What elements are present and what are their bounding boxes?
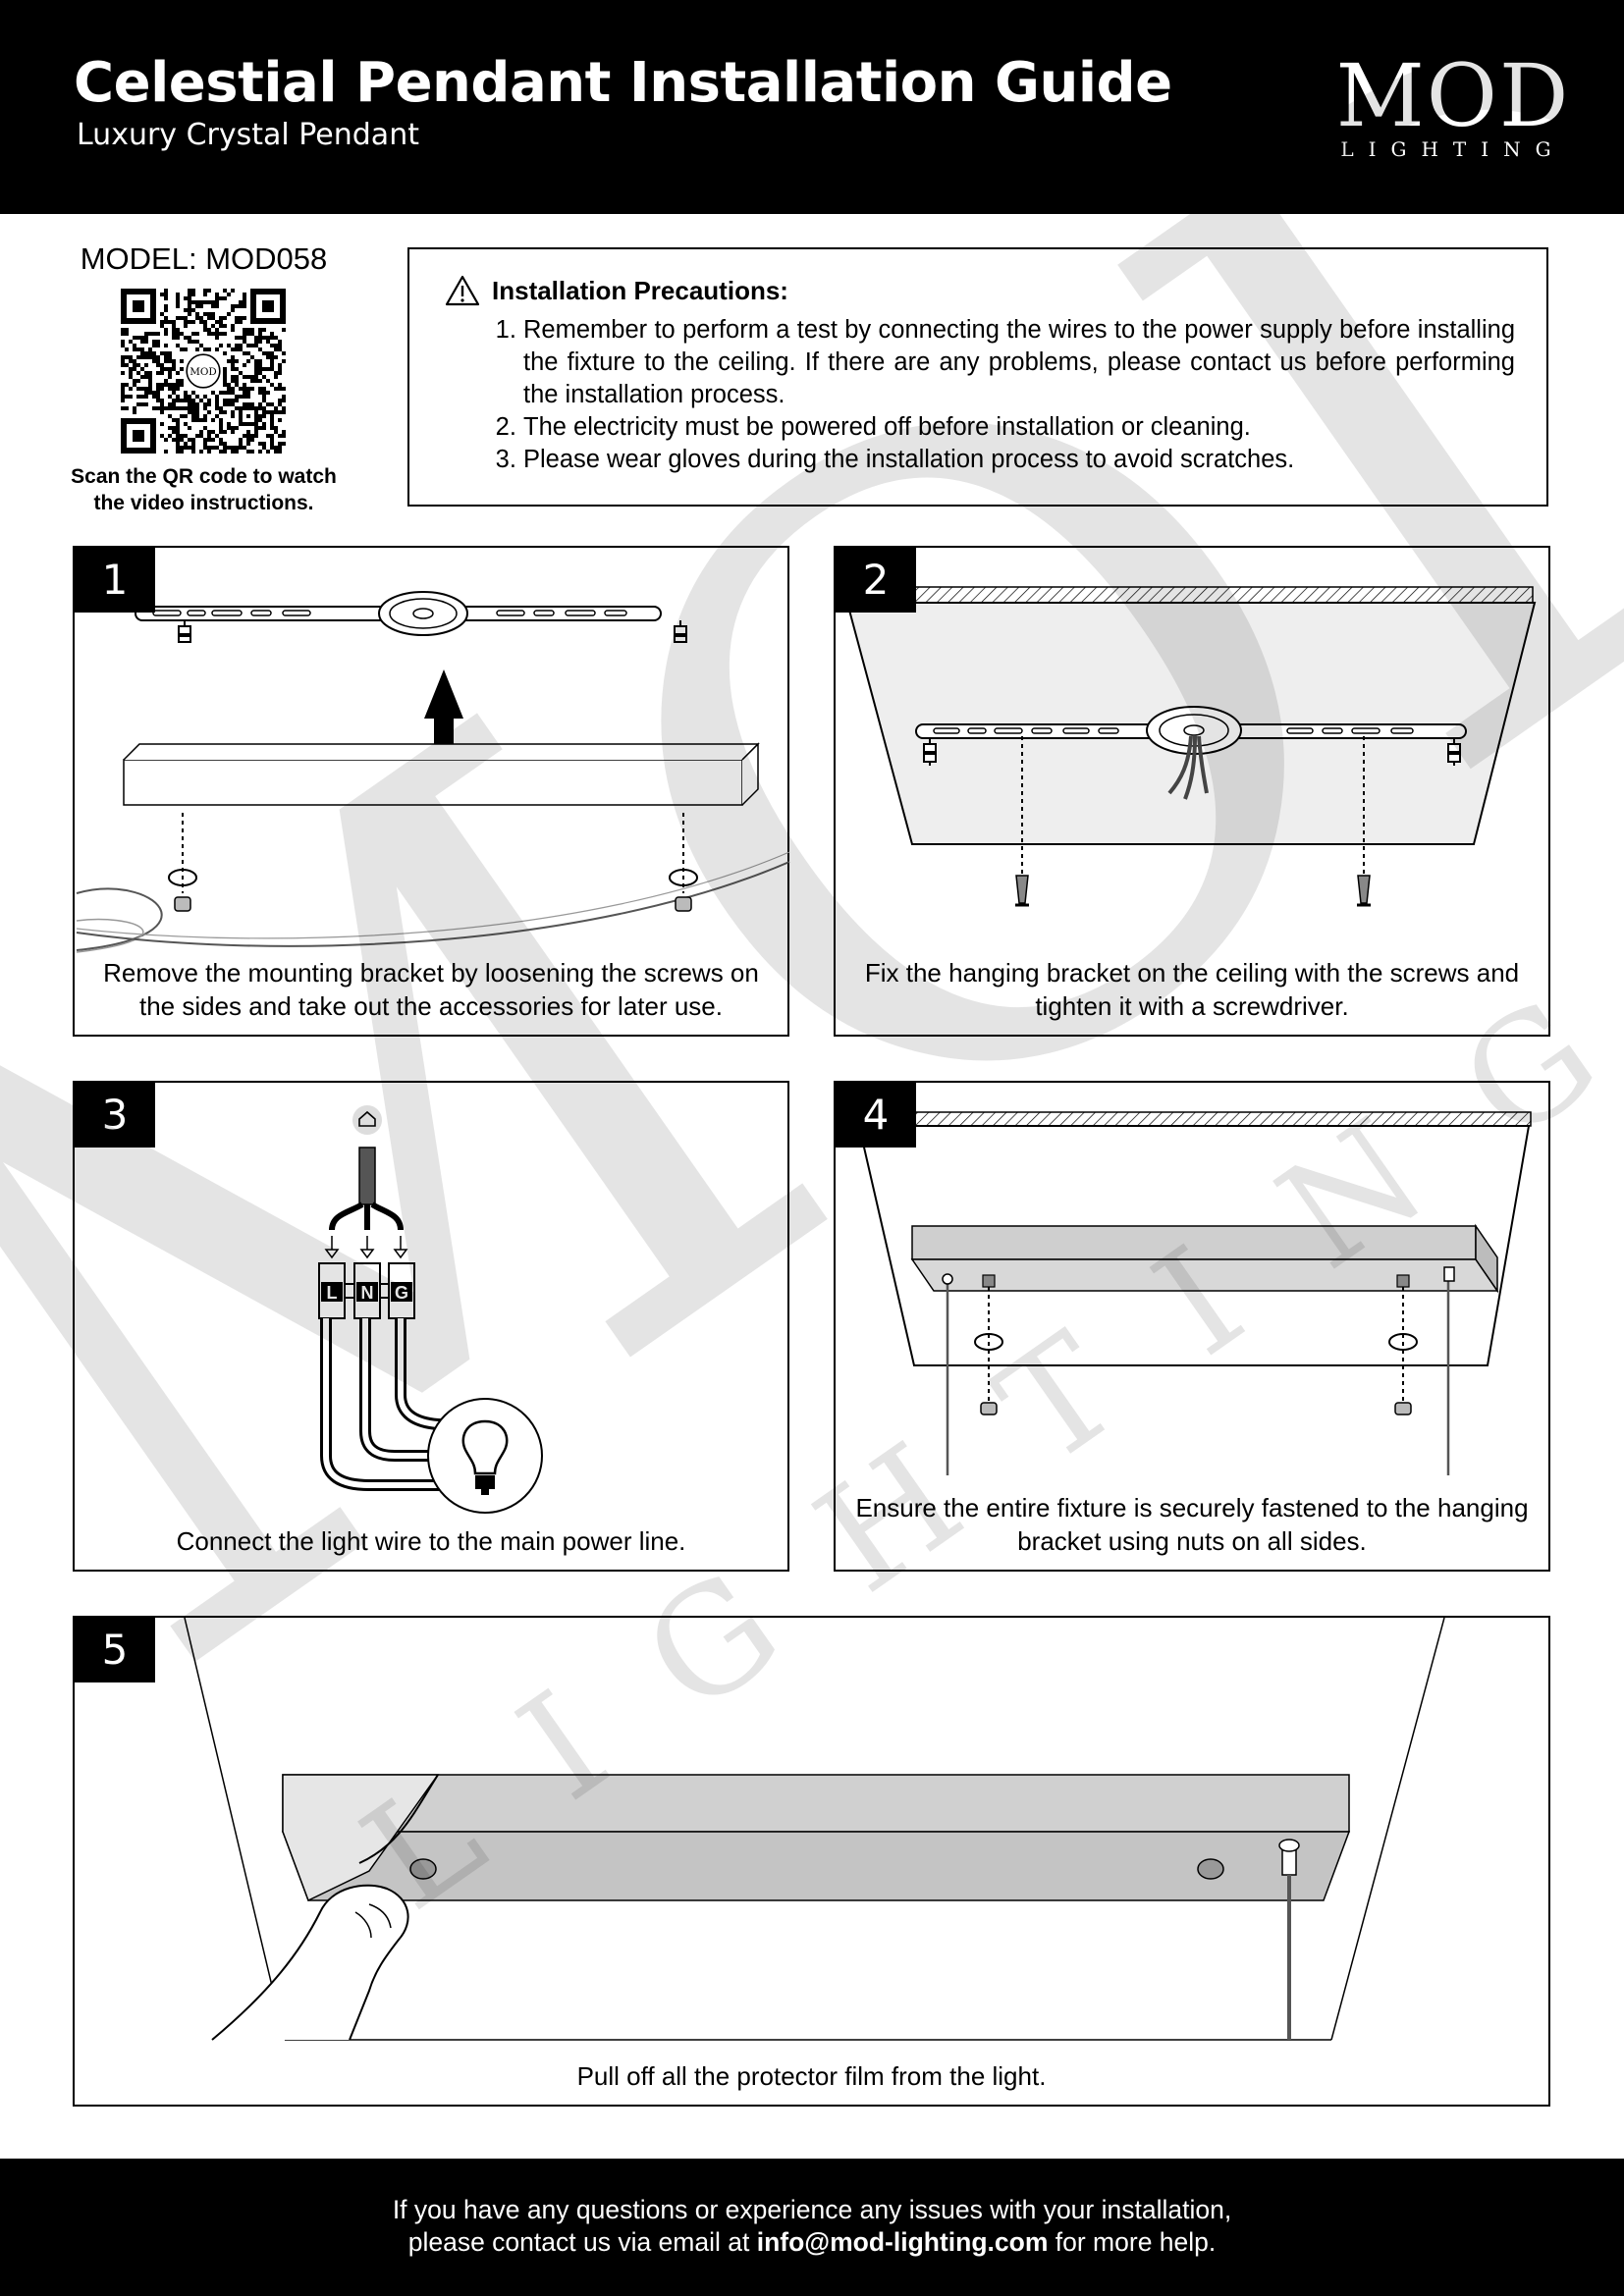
step-1-panel: 1 Remove the mounting bracket by looseni… xyxy=(73,546,789,1037)
support-email-link[interactable]: info@mod-lighting.com xyxy=(757,2227,1049,2257)
qr-code-icon[interactable]: MOD xyxy=(121,289,286,454)
precautions-box: Installation Precautions: Remember to pe… xyxy=(407,247,1548,507)
step-1-caption: Remove the mounting bracket by loosening… xyxy=(84,956,778,1023)
step-3-caption: Connect the light wire to the main power… xyxy=(84,1524,778,1558)
footer-line2-prefix: please contact us via email at xyxy=(408,2227,757,2257)
step-2-number: 2 xyxy=(836,548,916,613)
model-block: MODEL: MOD058 xyxy=(59,241,349,277)
logo-sub-text: LIGHTING xyxy=(1335,137,1571,161)
step-2-caption: Fix the hanging bracket on the ceiling w… xyxy=(845,956,1539,1023)
step-5-panel: 5 Pull off all the protector film from t… xyxy=(73,1616,1550,2107)
precautions-heading: Installation Precautions: xyxy=(445,275,1515,306)
scan-instructions: Scan the QR code to watch the video inst… xyxy=(59,463,349,516)
scan-text-line2: the video instructions. xyxy=(59,490,349,516)
warning-icon xyxy=(445,275,480,306)
wire-label-g: G xyxy=(395,1283,408,1303)
footer-line2: please contact us via email at info@mod-… xyxy=(0,2226,1624,2259)
wire-label-n: N xyxy=(361,1283,374,1303)
page-title: Celestial Pendant Installation Guide xyxy=(74,51,1172,115)
step-3-illustration: L N G xyxy=(75,1083,791,1574)
page-header: Celestial Pendant Installation Guide Lux… xyxy=(0,0,1624,214)
wire-label-l: L xyxy=(327,1283,338,1303)
precaution-item: Remember to perform a test by connecting… xyxy=(523,314,1515,411)
step-3-number: 3 xyxy=(75,1083,155,1148)
step-4-panel: 4 Ensure the entire fixture is securely … xyxy=(834,1081,1550,1572)
precaution-item: Please wear gloves during the installati… xyxy=(523,444,1515,476)
precautions-list: Remember to perform a test by connecting… xyxy=(445,314,1515,476)
step-2-panel: 2 Fix the hanging bracket on the ceiling… xyxy=(834,546,1550,1037)
footer-line2-suffix: for more help. xyxy=(1048,2227,1216,2257)
step-5-illustration xyxy=(75,1618,1552,2109)
step-4-number: 4 xyxy=(836,1083,916,1148)
model-label: MODEL: MOD058 xyxy=(59,241,349,277)
step-5-number: 5 xyxy=(75,1618,155,1682)
precaution-item: The electricity must be powered off befo… xyxy=(523,411,1515,444)
step-1-number: 1 xyxy=(75,548,155,613)
step-3-panel: L N G 3 Connect the light wire to the ma… xyxy=(73,1081,789,1572)
footer-line1: If you have any questions or experience … xyxy=(0,2194,1624,2226)
scan-text-line1: Scan the QR code to watch xyxy=(59,463,349,490)
step-4-caption: Ensure the entire fixture is securely fa… xyxy=(845,1491,1539,1558)
precautions-title: Installation Precautions: xyxy=(492,276,788,306)
step-5-caption: Pull off all the protector film from the… xyxy=(84,2059,1539,2093)
page-footer: If you have any questions or experience … xyxy=(0,2159,1624,2296)
logo-main-text: MOD xyxy=(1335,51,1571,141)
svg-text:MOD: MOD xyxy=(189,366,217,378)
brand-logo: MOD LIGHTING xyxy=(1335,51,1571,159)
page-subtitle: Luxury Crystal Pendant xyxy=(77,118,419,152)
